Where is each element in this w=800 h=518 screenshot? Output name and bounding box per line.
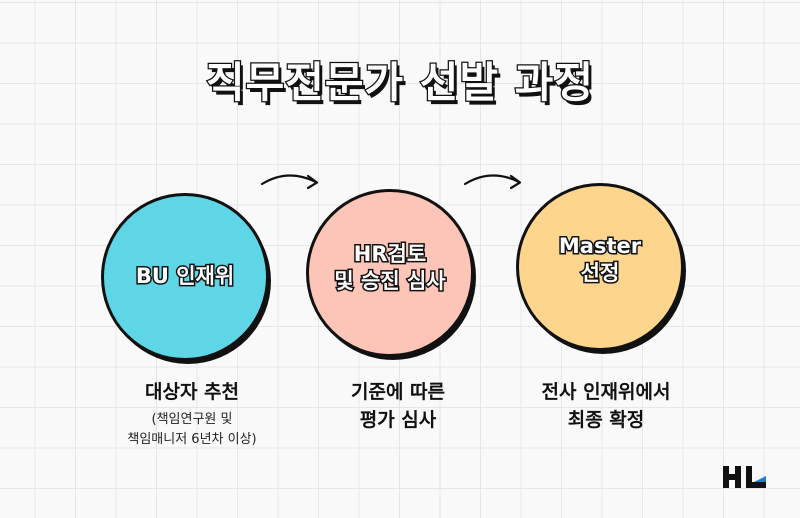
step-3-circle-label-line-2: 선정 xyxy=(579,259,621,286)
step-1-circle: BU 인재위 xyxy=(101,193,271,364)
step-3-circle-face: Master 선정 xyxy=(516,183,684,351)
step-3-circle-label-line-1: Master xyxy=(557,232,642,259)
step-1-note-line-2: 책임매니저 6년차 이상) xyxy=(127,432,257,447)
step-1-circle-face: BU 인재위 xyxy=(101,193,269,361)
hl-logo xyxy=(723,466,766,488)
step-3-circle: Master 선정 xyxy=(516,183,686,354)
step-1-desc-line-1: 대상자 추천 xyxy=(144,381,239,403)
arrow-right-icon xyxy=(463,174,522,190)
step-2-circle-label-line-1: HR검토 xyxy=(352,240,427,267)
arrow-right-icon xyxy=(260,174,319,190)
step-1-description: 대상자 추천 (책임연구원 및 책임매니저 6년차 이상) xyxy=(82,378,302,450)
step-2-circle-label-line-2: 및 승진 심사 xyxy=(333,267,447,294)
step-2-desc-line-1: 기준에 따른 xyxy=(350,381,445,403)
step-2-circle: HR검토 및 승진 심사 xyxy=(306,189,476,360)
page-title: 직무전문가 선발 과정 xyxy=(205,58,595,107)
step-2-description: 기준에 따른 평가 심사 xyxy=(288,378,508,434)
step-3-description: 전사 인재위에서 최종 확정 xyxy=(496,378,716,434)
step-3-desc-line-2: 최종 확정 xyxy=(567,409,645,431)
step-2-circle-face: HR검토 및 승진 심사 xyxy=(306,189,474,357)
step-2-desc-line-2: 평가 심사 xyxy=(359,409,437,431)
logo-accent xyxy=(754,476,766,482)
step-1-note: (책임연구원 및 책임매니저 6년차 이상) xyxy=(82,410,302,450)
step-1-circle-label: BU 인재위 xyxy=(134,263,235,290)
step-1-note-line-1: (책임연구원 및 xyxy=(151,412,233,427)
step-3-desc-line-1: 전사 인재위에서 xyxy=(541,381,671,403)
